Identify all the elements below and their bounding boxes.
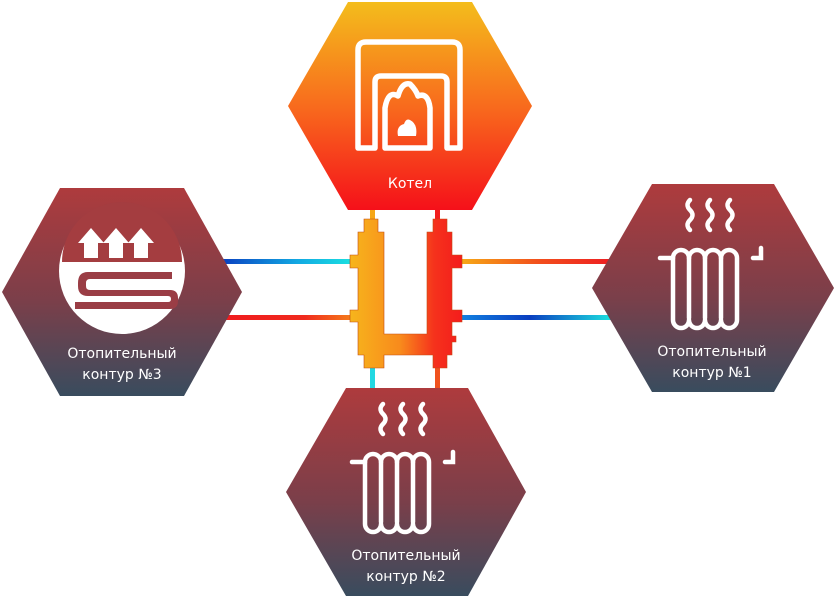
circuit3-label-line2: контур №3 (82, 367, 161, 383)
boiler-hexagon[interactable] (288, 2, 532, 210)
circuit1-hexagon[interactable] (592, 184, 834, 392)
circuit1-label-line1: Отопительный (657, 344, 766, 360)
hydraulic-separator (349, 218, 463, 369)
circuit2-label-line2: контур №2 (366, 569, 445, 585)
pipe-circuit1-supply (462, 259, 612, 264)
circuit3-label-line1: Отопительный (67, 346, 176, 362)
circuit1-label-line2: контур №1 (672, 365, 751, 381)
pipes (220, 205, 612, 393)
underfloor-heating-icon (59, 202, 185, 334)
circuit1-node[interactable]: Отопительный контур №1 (592, 184, 834, 392)
pipe-circuit1-return (462, 315, 612, 320)
pipe-circuit3-return (220, 259, 360, 264)
boiler-node[interactable]: Котел (288, 2, 532, 210)
pipe-boiler-return (370, 205, 375, 230)
circuit2-radiator-icon (349, 401, 456, 535)
pipe-circuit2-supply (435, 365, 440, 393)
pipe-circuit2-return (370, 365, 375, 393)
pipe-boiler-supply (435, 205, 440, 230)
circuit2-hexagon[interactable] (286, 388, 526, 596)
circuit2-node[interactable]: Отопительный контур №2 (286, 388, 526, 596)
boiler-icon (355, 39, 463, 151)
boiler-label: Котел (388, 176, 432, 192)
circuit2-label-line1: Отопительный (351, 548, 460, 564)
pipe-circuit3-supply (220, 315, 360, 320)
circuit1-radiator-icon (657, 197, 764, 331)
circuit3-node[interactable]: Отопительный контур №3 (2, 188, 242, 396)
